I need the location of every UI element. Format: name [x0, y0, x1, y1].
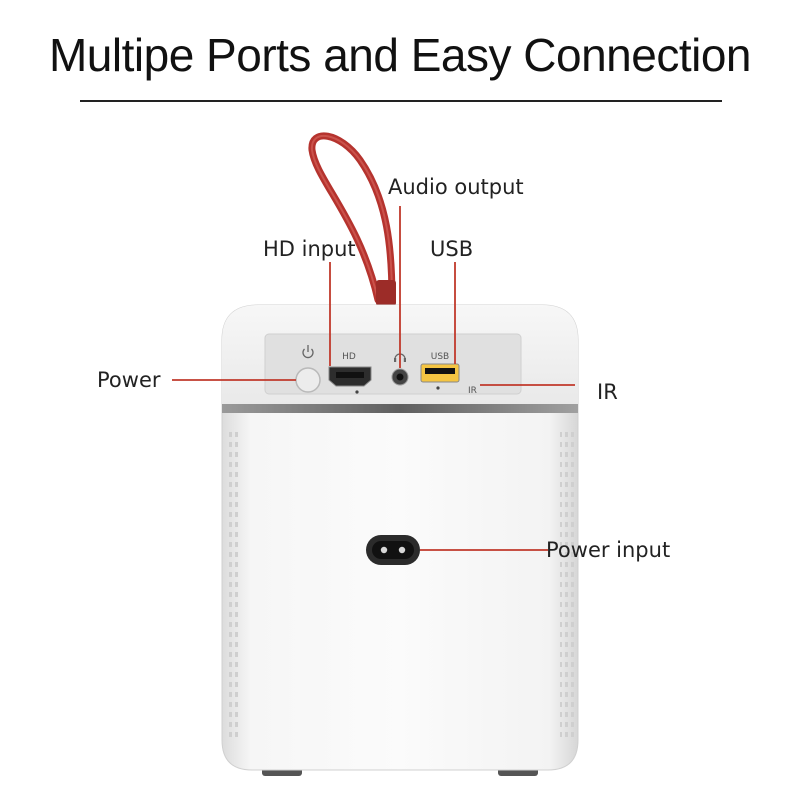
usb-marking: USB — [431, 352, 449, 362]
power-symbol-icon — [302, 345, 314, 359]
chrome-band — [222, 404, 578, 413]
port-panel: HD USB IR — [264, 333, 522, 396]
right-vent — [560, 430, 574, 740]
ir-label: IR — [597, 380, 618, 404]
audio-output-label: Audio output — [388, 175, 524, 199]
page-title: Multipe Ports and Easy Connection — [48, 29, 752, 81]
hd-input-label: HD input — [263, 237, 356, 261]
left-vent — [226, 430, 240, 740]
carry-strap — [308, 132, 396, 306]
power-input-socket — [366, 535, 420, 565]
ir-marking: IR — [468, 386, 477, 396]
hdmi-marking: HD — [342, 352, 356, 362]
usb-label: USB — [430, 237, 474, 261]
power-input-label: Power input — [546, 538, 671, 562]
power-label: Power — [97, 368, 161, 392]
callout-lines — [172, 206, 575, 551]
title-underline — [80, 100, 722, 102]
power-button[interactable] — [295, 367, 321, 393]
